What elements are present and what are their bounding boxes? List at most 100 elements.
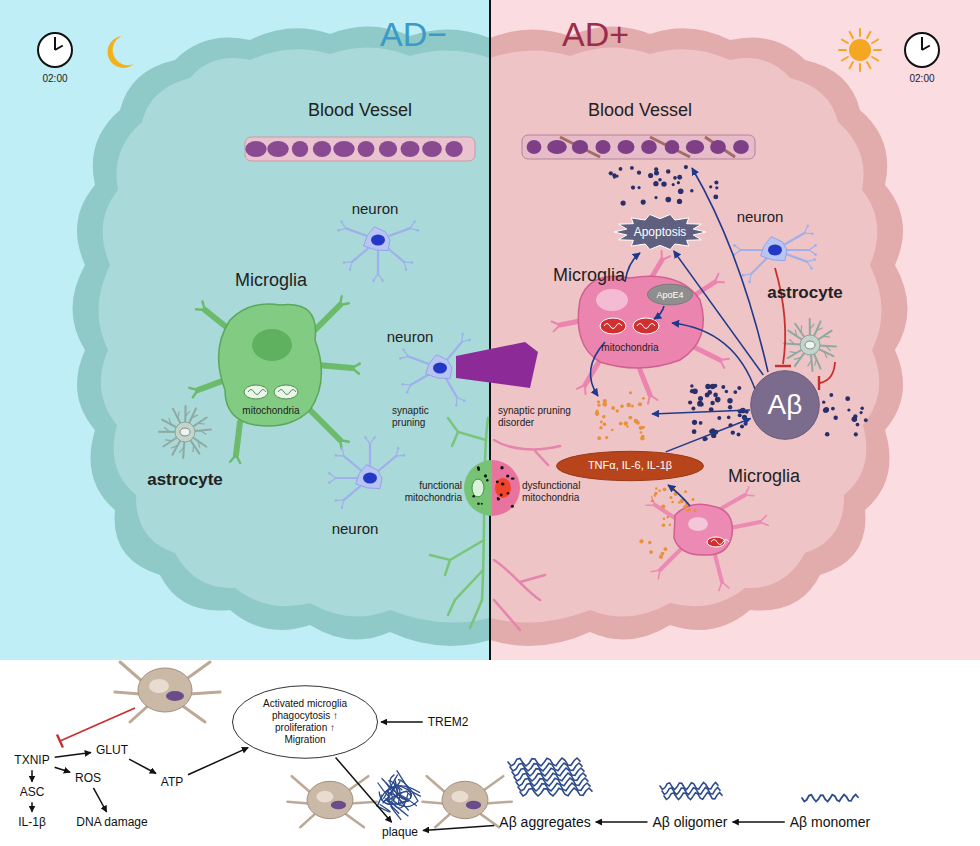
figure-label: dysfunctional mitochondria: [522, 480, 592, 504]
inhibition-line: [60, 708, 135, 741]
illustration-part: [649, 550, 653, 554]
illustration-part: [646, 504, 655, 506]
illustration-part: [825, 432, 830, 437]
illustration-part: [684, 165, 688, 169]
illustration-part: [179, 448, 184, 453]
illustration-part: [662, 256, 670, 260]
illustration-part: [624, 421, 628, 425]
node-text: TNFα, IL-6, IL-1β: [588, 459, 672, 472]
illustration-part: [600, 421, 603, 424]
illustration-part: [423, 802, 444, 804]
illustration-part: [847, 408, 850, 411]
illustration-part: [740, 424, 744, 428]
connector-arrow: [55, 767, 71, 772]
blood-cell: [665, 140, 680, 154]
node-text: Apoptosis: [634, 225, 687, 239]
node-text: ApoE4: [656, 290, 683, 301]
node-text: IL-1β: [18, 815, 46, 829]
illustration-part: [922, 46, 930, 51]
node-text: Aβ oligomer: [653, 814, 728, 831]
illustration-part: [230, 455, 236, 462]
illustration-part: [98, 47, 490, 622]
particle-dots: [822, 393, 868, 436]
illustration-part: [621, 201, 626, 206]
illustration-part: [180, 428, 190, 436]
illustration-part: [341, 447, 344, 450]
illustration-part: [463, 400, 466, 403]
effect-arrow: [654, 306, 664, 319]
amyloid-fibril: [802, 795, 858, 802]
illustration-part: [737, 386, 741, 390]
blood-cell: [379, 141, 397, 157]
figure-label: Blood Vessel: [308, 100, 412, 122]
illustration-part: [470, 600, 482, 628]
illustration-part: [597, 436, 601, 440]
mitochondrion: [711, 540, 729, 545]
sun-ray: [874, 49, 881, 51]
illustration-part: [815, 359, 817, 366]
illustration-part: [677, 199, 682, 204]
illustration-part: [372, 279, 375, 282]
figure-label: astrocyte: [147, 470, 223, 490]
blood-vessel: [245, 137, 475, 161]
illustration-part: [800, 325, 802, 332]
illustration-part: [494, 560, 540, 600]
illustration-part: [760, 516, 766, 522]
illustration-part: [609, 171, 613, 175]
illustration-part: [427, 776, 447, 793]
figure-label: neuron: [737, 208, 784, 226]
cell-nucleus: [688, 517, 708, 531]
illustration-part: [666, 169, 671, 174]
illustration-part: [315, 305, 340, 330]
particle-dots: [639, 516, 671, 559]
illustration-part: [627, 403, 631, 407]
pathway-term: DNA damage: [73, 814, 150, 830]
illustration-part: [637, 171, 641, 175]
illustration-part: [310, 410, 340, 440]
figure-label: synaptic pruning disorder: [498, 405, 578, 429]
illustration-part: [461, 333, 464, 336]
mitochondrion-half: [464, 460, 492, 516]
mitochondrion: [244, 385, 268, 399]
illustration-part: [335, 499, 338, 502]
illustration-part: [654, 196, 657, 199]
microglia-cell: [219, 304, 322, 426]
illustration-part: [149, 679, 169, 693]
left-ground: [0, 0, 490, 660]
illustration-part: [520, 575, 545, 582]
illustration-part: [535, 451, 548, 465]
illustration-part: [654, 492, 657, 495]
illustration-part: [328, 481, 331, 484]
illustration-part: [494, 600, 520, 630]
illustration-part: [411, 261, 414, 264]
sun-ray: [842, 57, 848, 61]
illustration-part: [603, 403, 607, 407]
blood-cell: [267, 141, 289, 157]
illustration-part: [451, 791, 468, 803]
amyloid-fibril: [520, 788, 592, 796]
effect-arrow: [668, 485, 690, 506]
illustration-part: [905, 33, 939, 67]
condition-panel: AD+ApoptosisApoE4AβTNFα, IL-6, IL-1β: [490, 0, 980, 660]
illustration-part: [665, 197, 671, 203]
illustration-part: [639, 426, 643, 430]
illustration-part: [860, 411, 863, 414]
illustration-part: [405, 268, 408, 271]
illustration-part: [733, 244, 736, 247]
illustration-part: [807, 224, 810, 227]
neuron-cell: [328, 436, 405, 509]
mitochondrion: [637, 324, 655, 329]
illustration-part: [165, 439, 172, 441]
illustration-part: [849, 39, 871, 61]
illustration-part: [721, 385, 725, 389]
illustration-part: [710, 401, 714, 405]
illustration-part: [814, 253, 817, 256]
illustration-part: [661, 505, 665, 509]
illustration-part: [688, 508, 691, 511]
illustration-part: [768, 245, 782, 256]
connector-arrow: [93, 788, 106, 812]
illustration-part: [658, 570, 660, 579]
mitochondrion: [472, 479, 484, 497]
